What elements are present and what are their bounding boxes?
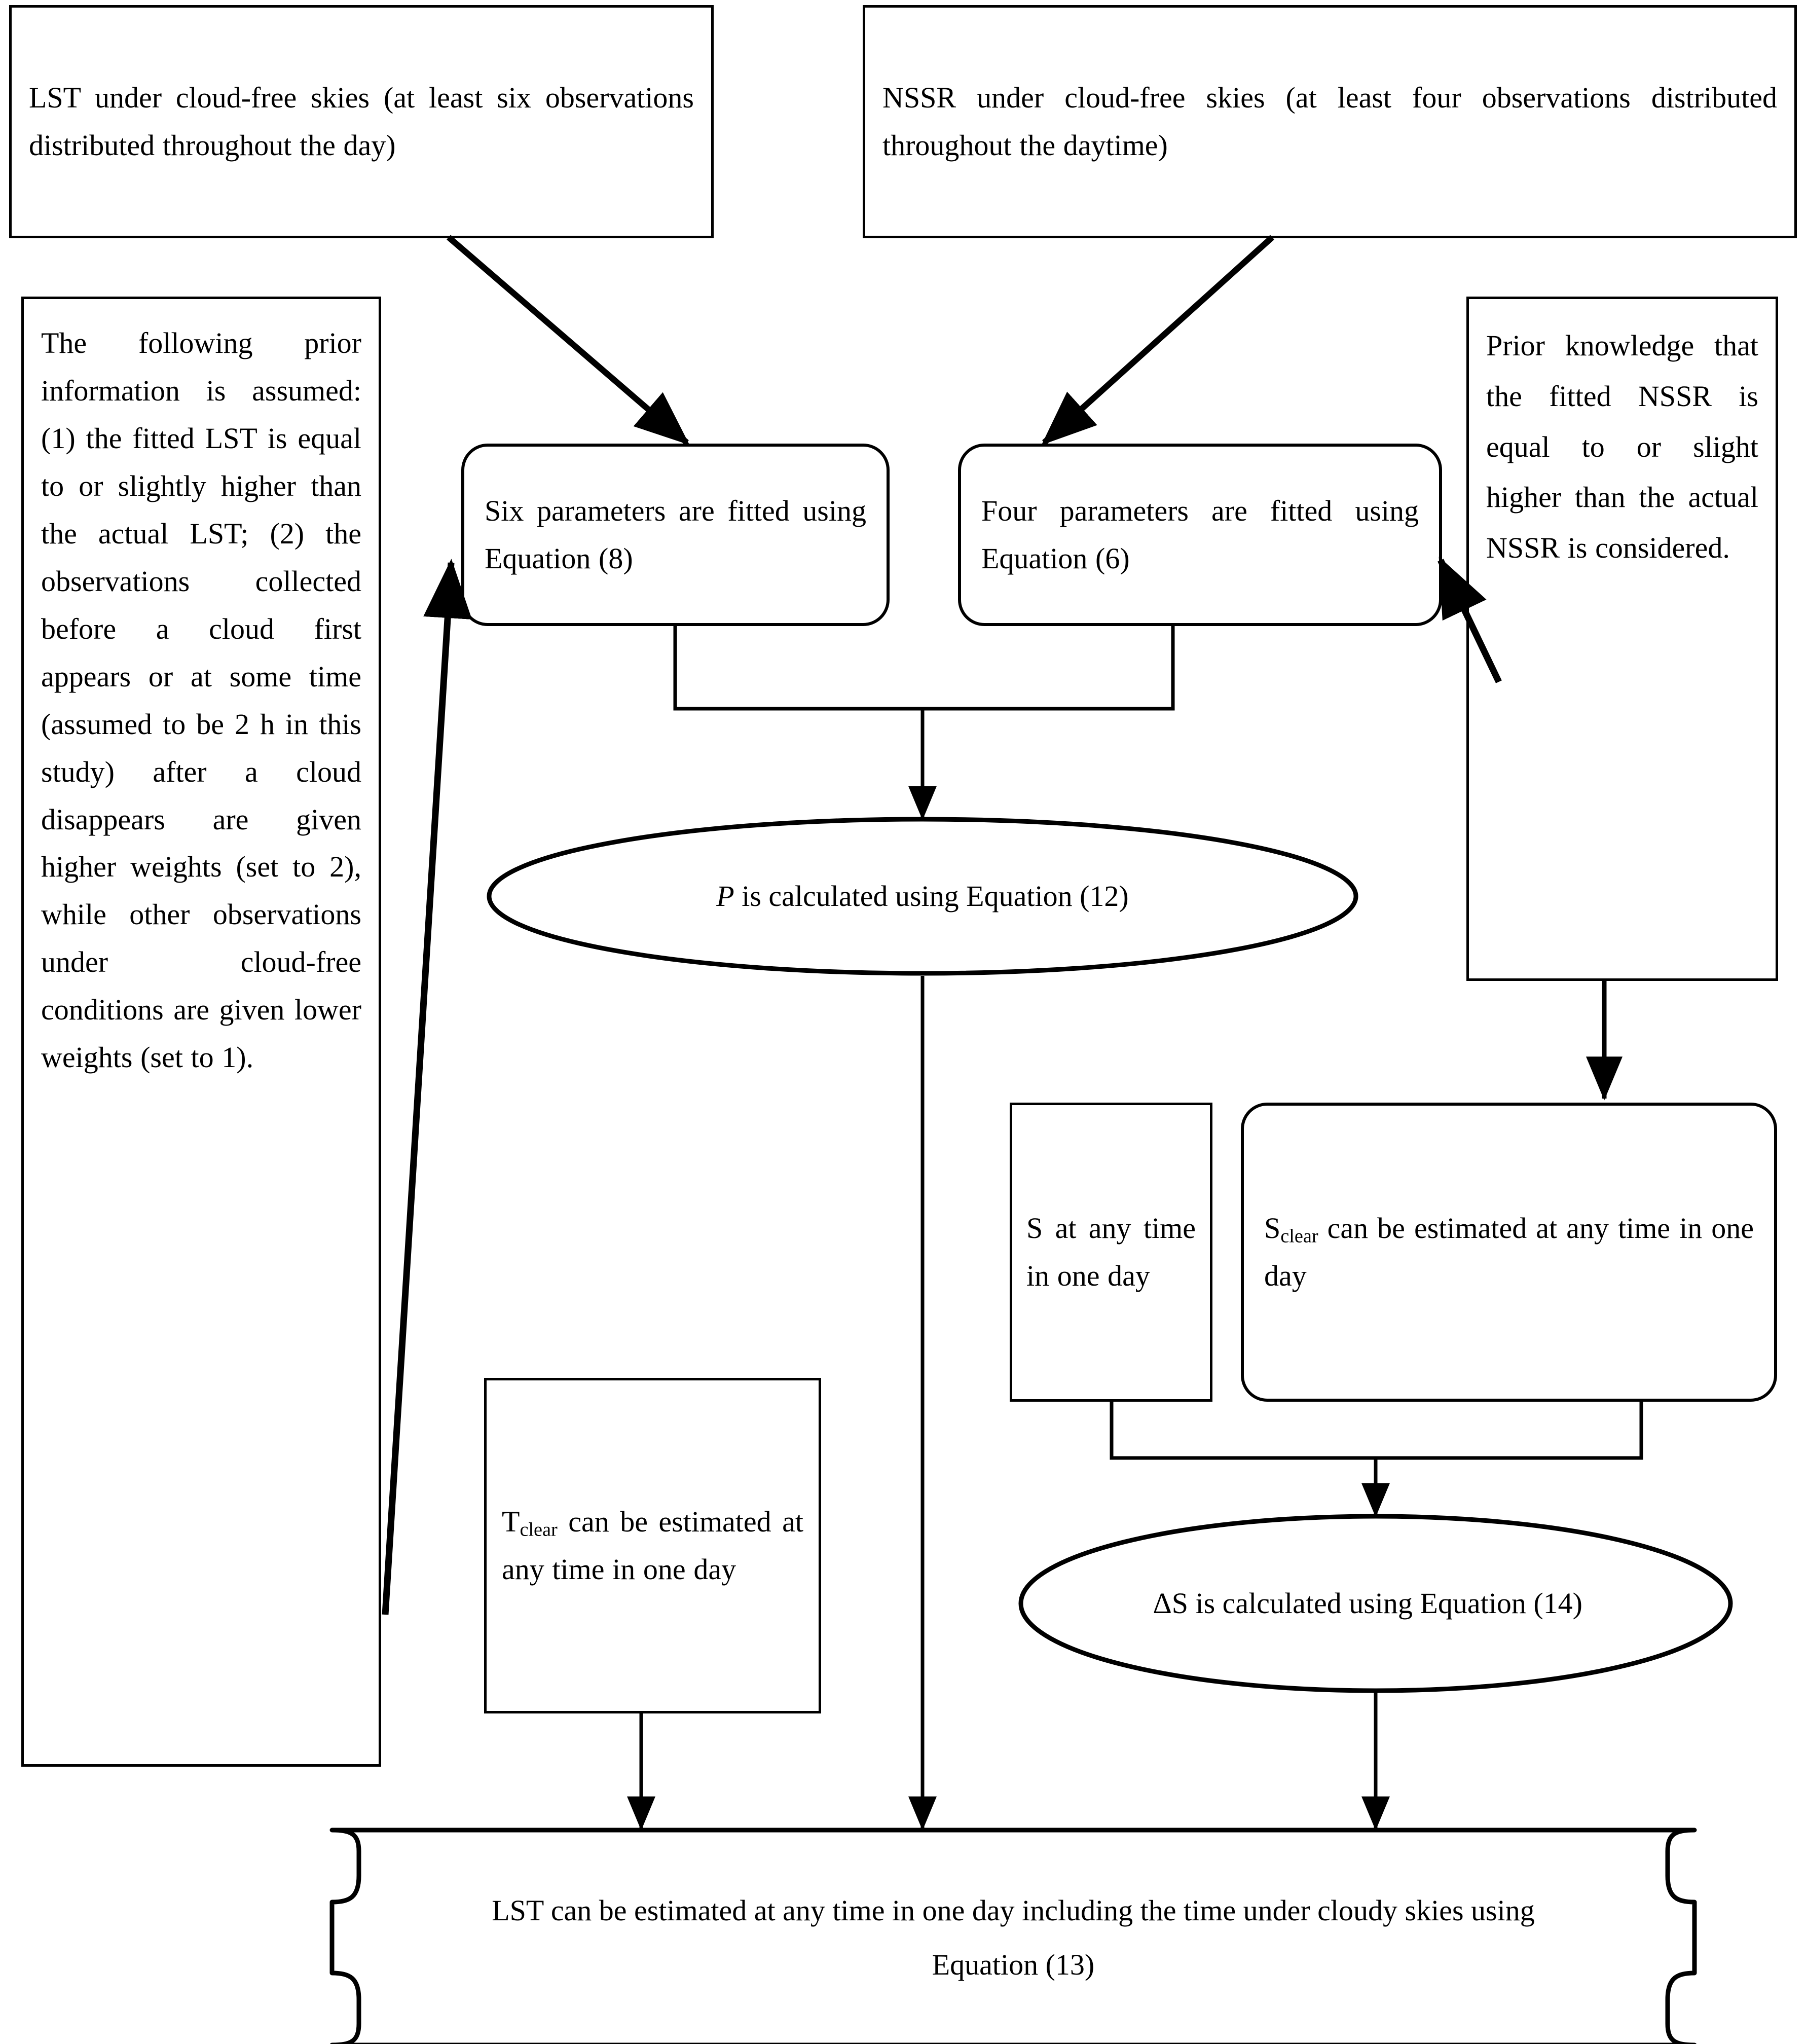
- node-prior-info: The following prior information is assum…: [21, 297, 381, 1767]
- node-nssr-input-label: NSSR under cloud-free skies (at least fo…: [882, 81, 1777, 162]
- node-t-clear-rest: can be estimated at any time in one day: [502, 1505, 803, 1586]
- node-final-line1: LST can be estimated at any time in one …: [492, 1893, 1535, 1927]
- node-s-clear-label: Sclear can be estimated at any time in o…: [1244, 1204, 1774, 1300]
- node-delta-s-label: ΔS is calculated using Equation (14): [1153, 1587, 1582, 1620]
- node-four-params: Four parameters are fitted using Equatio…: [958, 444, 1442, 626]
- node-delta-s: ΔS is calculated using Equation (14): [1075, 1517, 1677, 1690]
- node-final: LST can be estimated at any time in one …: [332, 1830, 1694, 2044]
- node-final-label: LST can be estimated at any time in one …: [387, 1883, 1640, 1992]
- node-p-calc-rest: is calculated using Equation (12): [734, 880, 1129, 913]
- node-s-clear-symbol: S: [1264, 1212, 1281, 1245]
- node-s-clear-rest: can be estimated at any time in one day: [1264, 1212, 1754, 1292]
- node-p-calc-label: P is calculated using Equation (12): [716, 872, 1128, 920]
- node-p-calc: P is calculated using Equation (12): [489, 819, 1356, 973]
- node-t-clear: Tclear can be estimated at any time in o…: [484, 1378, 821, 1713]
- node-s-any: S at any time in one day: [1010, 1103, 1212, 1402]
- node-p-calc-symbol: P: [716, 880, 734, 913]
- edge-lst-to-six: [447, 235, 690, 445]
- node-nssr-input: NSSR under cloud-free skies (at least fo…: [863, 5, 1797, 238]
- node-lst-input: LST under cloud-free skies (at least six…: [9, 5, 714, 238]
- node-four-params-label: Four parameters are fitted using Equatio…: [981, 494, 1419, 575]
- node-final-line2: Equation (13): [932, 1948, 1095, 1981]
- node-prior-knowledge: Prior knowledge that the fitted NSSR is …: [1466, 297, 1778, 981]
- node-lst-input-label: LST under cloud-free skies (at least six…: [29, 81, 694, 162]
- edge-nssr-to-four: [1041, 235, 1275, 445]
- node-t-clear-label: Tclear can be estimated at any time in o…: [487, 1498, 819, 1593]
- node-s-any-label: S at any time in one day: [1026, 1212, 1196, 1292]
- edge-merge-s: [1110, 1402, 1643, 1460]
- node-t-clear-subscript: clear: [520, 1519, 558, 1541]
- edge-prior-to-six: [382, 559, 472, 1615]
- edge-merge-params: [673, 626, 1175, 711]
- node-six-params: Six parameters are fitted using Equation…: [461, 444, 890, 626]
- node-prior-knowledge-label: Prior knowledge that the fitted NSSR is …: [1486, 329, 1758, 564]
- node-s-clear: Sclear can be estimated at any time in o…: [1241, 1103, 1777, 1402]
- node-s-clear-subscript: clear: [1280, 1225, 1318, 1247]
- node-prior-info-label: The following prior information is assum…: [41, 326, 361, 1074]
- node-six-params-label: Six parameters are fitted using Equation…: [485, 494, 866, 575]
- node-t-clear-symbol: T: [502, 1505, 520, 1539]
